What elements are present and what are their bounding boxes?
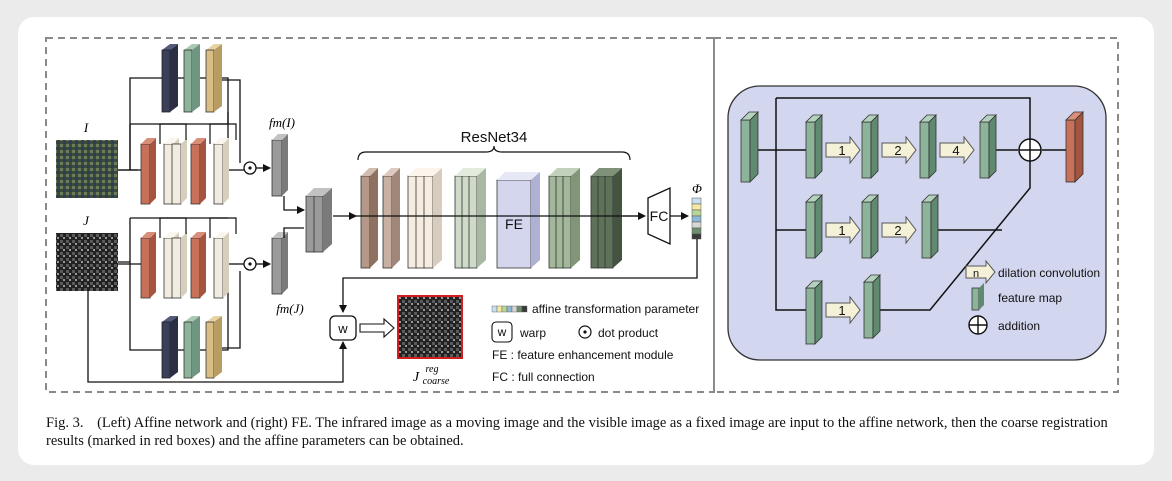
- fe-block: FE: [496, 172, 540, 269]
- top-side-stack: [161, 44, 222, 113]
- legend-dilation: n dilation convolution: [965, 259, 1100, 285]
- legend-dilation-text: dilation convolution: [998, 266, 1100, 280]
- legend-warp: w warp: [491, 321, 546, 343]
- j-to-warp-line: [87, 291, 347, 383]
- caption-text: (Left) Affine network and (right) FE. Th…: [46, 415, 1108, 449]
- dilation-arrow-2a: [881, 135, 917, 165]
- input-j-label: J: [83, 213, 90, 228]
- legend-feature-map: feature map: [971, 283, 1062, 311]
- fc-label: FC: [650, 208, 669, 224]
- warp-box-label: w: [337, 321, 348, 336]
- legend-fe-text: FE : feature enhancement module: [492, 348, 674, 362]
- resnet-stage-1: [360, 168, 400, 269]
- legend-dot: dot product: [578, 325, 659, 340]
- dot-product-bottom: [243, 257, 257, 271]
- addition-node: [1018, 138, 1042, 162]
- legend-warp-symbol: w: [497, 325, 507, 339]
- bottom-skip-line: [118, 261, 229, 351]
- dilation-label-1b: 1: [838, 223, 845, 238]
- legend-addition-text: addition: [998, 319, 1040, 333]
- top-residual-blocks: [140, 123, 237, 205]
- dilation-arrow-2b: [881, 215, 917, 245]
- fe-connections: [750, 97, 1070, 311]
- figure-caption: Fig. 3. (Left) Affine network and (right…: [46, 414, 1126, 450]
- dilation-label-2b: 2: [894, 223, 901, 238]
- fe-output-map: [1065, 111, 1084, 183]
- input-i-label: I: [83, 120, 89, 135]
- legend-n: n: [973, 268, 979, 280]
- phi-vector: [691, 197, 702, 240]
- fe-input-map: [740, 111, 759, 183]
- legend-affine: affine transformation parameter: [491, 302, 699, 316]
- visible-image: [56, 233, 118, 291]
- resnet-stage-4: [548, 168, 580, 269]
- dilation-label-4: 4: [952, 143, 959, 158]
- output-label-sup: reg: [426, 364, 439, 375]
- dot-product-top: [243, 161, 257, 175]
- legend-feature-text: feature map: [998, 291, 1062, 305]
- coarse-registration-output: [397, 295, 463, 359]
- fe-module-panel: [727, 85, 1107, 361]
- fm-j-label: fm(J): [276, 301, 303, 316]
- legend-warp-text: warp: [519, 326, 546, 340]
- phi-label: Φ: [692, 181, 702, 196]
- bottom-side-stack: [161, 316, 222, 379]
- warp-box: [329, 315, 357, 341]
- fe-label: FE: [505, 216, 523, 232]
- resnet-stage-2: [407, 168, 442, 269]
- legend-affine-text: affine transformation parameter: [532, 302, 699, 316]
- dilation-arrow-1c: [825, 295, 861, 325]
- dilation-label-2a: 2: [894, 143, 901, 158]
- fm-i-map: [271, 134, 288, 197]
- fe-feature-maps: [740, 111, 1084, 345]
- right-panel-border: [713, 37, 1119, 393]
- concat-block: [305, 188, 332, 253]
- legend-addition: addition: [968, 315, 1040, 335]
- fc-block: [647, 186, 671, 246]
- fm-i-label: fm(I): [269, 115, 295, 130]
- resnet-label: ResNet34: [461, 129, 528, 146]
- bottom-residual-blocks: [140, 217, 237, 299]
- output-label-sub: coarse: [423, 376, 450, 387]
- output-label-main: J: [413, 370, 420, 385]
- dilation-arrow-1a: [825, 135, 861, 165]
- dilation-arrow-1b: [825, 215, 861, 245]
- legend-fc-text: FC : full connection: [492, 370, 595, 384]
- infrared-image: [56, 140, 118, 198]
- dilation-label-1c: 1: [838, 303, 845, 318]
- dilation-arrow-4: [939, 135, 975, 165]
- fm-j-map: [271, 232, 288, 295]
- legend-dot-text: dot product: [598, 326, 659, 340]
- dilation-label-1a: 1: [838, 143, 845, 158]
- warp-output-arrow: [359, 317, 395, 339]
- resnet-stage-3: [454, 168, 486, 269]
- resnet-stage-5: [590, 168, 622, 269]
- caption-lead: Fig. 3.: [46, 415, 84, 431]
- phi-to-warp-line: [339, 239, 698, 313]
